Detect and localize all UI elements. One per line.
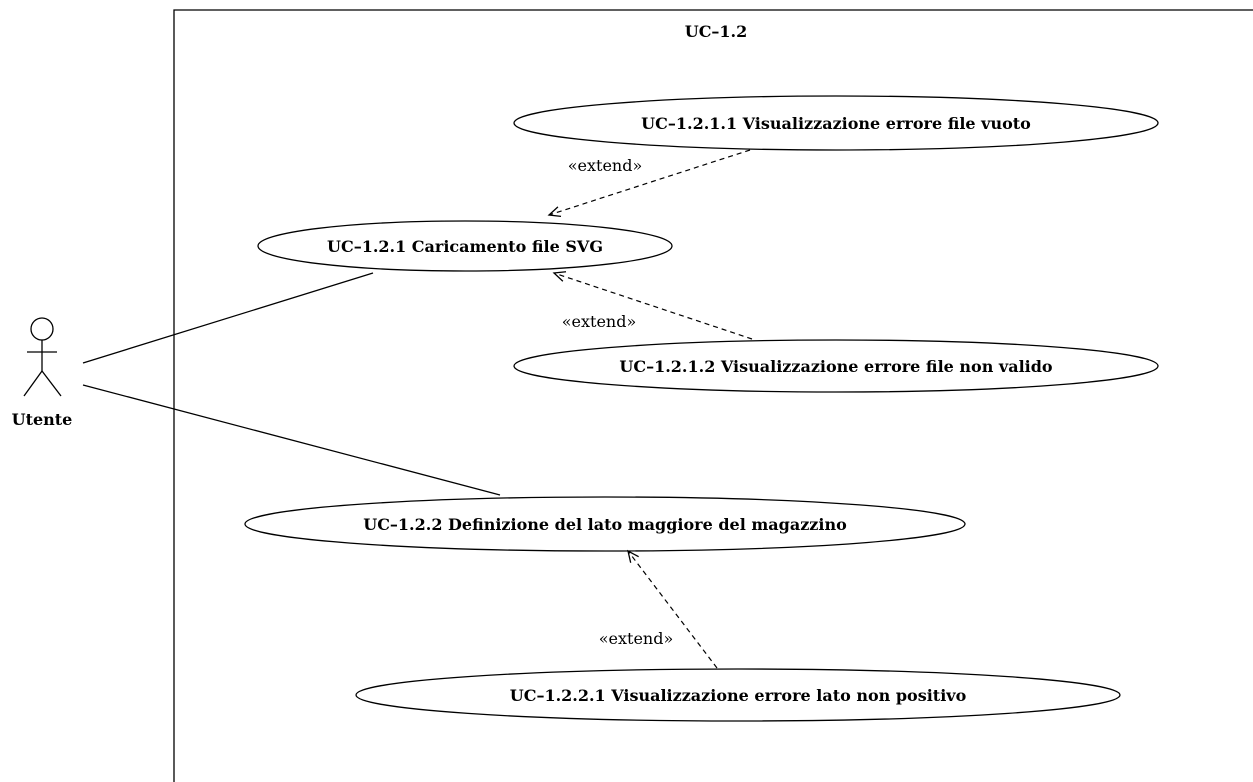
actor-left-leg bbox=[23, 370, 43, 397]
use-case-uc-1-2-1-2: UC–1.2.1.2 Visualizzazione errore file n… bbox=[513, 339, 1159, 393]
use-case-uc-1-2-1: UC–1.2.1 Caricamento file SVG bbox=[257, 220, 673, 272]
use-case-ellipse bbox=[513, 339, 1159, 393]
extend-label: «extend» bbox=[568, 156, 643, 175]
use-case-ellipse bbox=[244, 496, 966, 552]
actor-right-leg bbox=[41, 370, 62, 397]
use-case-ellipse bbox=[513, 95, 1159, 151]
use-case-ellipse bbox=[257, 220, 673, 272]
use-case-ellipse bbox=[355, 668, 1121, 722]
extend-arrow-file-non-valido bbox=[552, 271, 753, 340]
association-to-caricamento bbox=[82, 272, 374, 364]
use-case-uc-1-2-2: UC–1.2.2 Definizione del lato maggiore d… bbox=[244, 496, 966, 552]
extend-label: «extend» bbox=[562, 312, 637, 331]
use-case-label: UC–1.2.1.1 Visualizzazione errore file v… bbox=[641, 114, 1031, 133]
actor-label: Utente bbox=[12, 410, 73, 429]
actor-utente: Utente bbox=[12, 317, 73, 429]
extend-arrow-lato-non-positivo bbox=[627, 549, 718, 669]
use-case-label: UC–1.2.1 Caricamento file SVG bbox=[327, 237, 603, 256]
use-case-label: UC–1.2.2 Definizione del lato maggiore d… bbox=[363, 515, 847, 534]
system-title: UC–1.2 bbox=[685, 22, 748, 41]
use-case-label: UC–1.2.1.2 Visualizzazione errore file n… bbox=[619, 357, 1053, 376]
system-boundary bbox=[173, 9, 1253, 782]
use-case-uc-1-2-2-1: UC–1.2.2.1 Visualizzazione errore lato n… bbox=[355, 668, 1121, 722]
association-to-definizione bbox=[82, 384, 501, 496]
actor-head bbox=[30, 317, 54, 341]
use-case-uc-1-2-1-1: UC–1.2.1.1 Visualizzazione errore file v… bbox=[513, 95, 1159, 151]
use-case-label: UC–1.2.2.1 Visualizzazione errore lato n… bbox=[510, 686, 967, 705]
extend-label: «extend» bbox=[599, 629, 674, 648]
